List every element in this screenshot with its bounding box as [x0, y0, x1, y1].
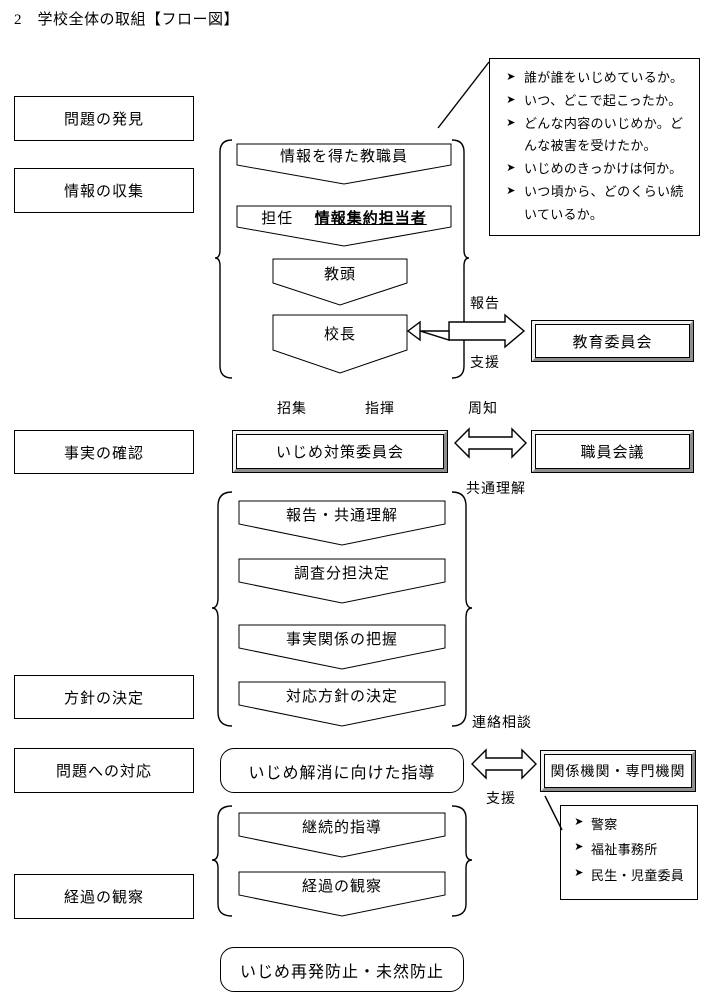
label-support-2: 支援 — [486, 792, 516, 807]
label-convene: 招集 — [277, 402, 307, 417]
label-notify: 周知 — [468, 402, 498, 417]
brace-left-top — [214, 139, 233, 379]
prevention-box: いじめ再発防止・未然防止 — [220, 947, 464, 992]
list-item: ➤ 警察 — [567, 812, 693, 837]
stage-label: 情報の収集 — [63, 184, 144, 200]
label-command: 指揮 — [365, 402, 395, 417]
bullet-marker-icon: ➤ — [574, 866, 584, 879]
arrow-guidance-agencies — [471, 748, 537, 780]
list-item-text: 民生・児童委員 — [591, 867, 685, 883]
chevron-report-understanding: 報告・共通理解 — [238, 500, 446, 546]
chevron-vice-principal: 教頭 — [272, 258, 408, 306]
stage-label: 事実の確認 — [63, 445, 144, 462]
arrow-report-support-left-head — [406, 320, 450, 342]
chevron-label: 教頭 — [323, 267, 356, 283]
list-item-text: 福祉事務所 — [591, 842, 658, 858]
bullet-marker-icon: ➤ — [506, 184, 516, 197]
list-item-text: いつ頃から、どのくらい続 いているか。 — [524, 183, 684, 222]
list-item: ➤ 誰が誰をいじめているか。 — [498, 67, 693, 90]
guidance-box: いじめ解消に向けた指導 — [220, 748, 464, 793]
label-support: 支援 — [470, 356, 500, 371]
chevron-label: 事実関係の把握 — [285, 632, 398, 648]
list-item: ➤ どんな内容のいじめか。ど んな被害を受けたか。 — [498, 113, 693, 159]
committee-box: いじめ対策委員会 — [232, 430, 448, 473]
chevron-fact-grasp: 事実関係の把握 — [238, 624, 446, 670]
guidance-label: いじめ解消に向けた指導 — [248, 764, 436, 782]
chevron-principal: 校長 — [272, 314, 408, 374]
chevron-label-plain: 担任 — [261, 211, 294, 227]
stage-box-discovery: 問題の発見 — [14, 96, 194, 141]
list-item: ➤ いつ頃から、どのくらい続 いているか。 — [498, 181, 693, 227]
brace-right-middle — [451, 491, 473, 727]
leader-line-question-list — [437, 61, 490, 129]
stage-box-observation: 経過の観察 — [14, 874, 194, 919]
board-of-education-label: 教育委員会 — [535, 324, 690, 358]
related-agencies-label: 関係機関・専門機関 — [544, 754, 692, 788]
board-of-education-box: 教育委員会 — [531, 320, 694, 362]
related-agencies-box: 関係機関・専門機関 — [540, 750, 696, 792]
label-contact-consult: 連絡相談 — [472, 716, 532, 731]
brace-right-top — [451, 139, 470, 379]
chevron-label: 調査分担決定 — [293, 566, 390, 582]
bullet-marker-icon: ➤ — [506, 71, 516, 83]
bullet-marker-icon: ➤ — [574, 816, 584, 828]
list-item: ➤ いつ、どこで起こったか。 — [498, 90, 693, 113]
arrow-report-support — [448, 313, 526, 349]
label-report: 報告 — [470, 297, 500, 312]
stage-label: 経過の観察 — [63, 890, 144, 906]
stage-box-policy: 方針の決定 — [14, 675, 194, 719]
chevron-label: 校長 — [323, 327, 356, 343]
list-item: ➤ いじめのきっかけは何か。 — [498, 158, 693, 181]
committee-label: いじめ対策委員会 — [236, 434, 444, 469]
chevron-label: 経過の観察 — [301, 879, 382, 895]
page-title: 2 学校全体の取組【フロー図】 — [14, 12, 240, 28]
stage-label: 方針の決定 — [63, 690, 144, 707]
stage-box-response: 問題への対応 — [14, 748, 194, 793]
arrow-committee-staffmeeting — [454, 427, 527, 459]
brace-left-middle — [211, 491, 233, 727]
list-item-text: 誰が誰をいじめているか。 — [524, 70, 684, 85]
stage-label: 問題への対応 — [55, 764, 152, 780]
chevron-progress-observation: 経過の観察 — [238, 871, 446, 917]
chevron-label: 対応方針の決定 — [285, 689, 398, 705]
chevron-label: 報告・共通理解 — [285, 508, 398, 524]
bullet-marker-icon: ➤ — [506, 93, 516, 106]
brace-left-bottom — [211, 805, 233, 917]
prevention-label: いじめ再発防止・未然防止 — [239, 963, 444, 981]
chevron-staff: 情報を得た教職員 — [236, 143, 452, 185]
staff-meeting-label: 職員会議 — [535, 434, 690, 469]
chevron-label-group: 担任 情報集約担当者 — [236, 207, 452, 228]
list-item-text: いじめのきっかけは何か。 — [524, 161, 683, 176]
list-item-text: 警察 — [591, 817, 618, 832]
question-list-box: ➤ 誰が誰をいじめているか。 ➤ いつ、どこで起こったか。 ➤ どんな内容のいじ… — [489, 58, 700, 236]
staff-meeting-box: 職員会議 — [531, 430, 694, 473]
list-item-text: いつ、どこで起こったか。 — [524, 92, 682, 108]
list-item: ➤ 民生・児童委員 — [567, 863, 693, 888]
stage-box-confirmation: 事実の確認 — [14, 430, 194, 474]
bullet-marker-icon: ➤ — [506, 116, 516, 129]
brace-right-bottom — [451, 805, 473, 917]
chevron-label-bold: 情報集約担当者 — [314, 211, 427, 227]
label-common-understanding: 共通理解 — [466, 482, 526, 497]
chevron-homeroom: 担任 情報集約担当者 — [236, 205, 452, 247]
stage-box-collection: 情報の収集 — [14, 168, 194, 213]
chevron-survey-assignment: 調査分担決定 — [238, 558, 446, 604]
list-item-text: どんな内容のいじめか。ど んな被害を受けたか。 — [524, 115, 684, 154]
bullet-marker-icon: ➤ — [506, 162, 516, 174]
list-item: ➤ 福祉事務所 — [567, 837, 693, 862]
chevron-policy-decision: 対応方針の決定 — [238, 681, 446, 727]
stage-label: 問題の発見 — [63, 112, 144, 128]
chevron-label: 継続的指導 — [301, 820, 382, 836]
agency-list-box: ➤ 警察 ➤ 福祉事務所 ➤ 民生・児童委員 — [560, 805, 698, 900]
chevron-label: 情報を得た教職員 — [279, 149, 408, 165]
chevron-continued-guidance: 継続的指導 — [238, 812, 446, 858]
bullet-marker-icon: ➤ — [574, 841, 584, 854]
